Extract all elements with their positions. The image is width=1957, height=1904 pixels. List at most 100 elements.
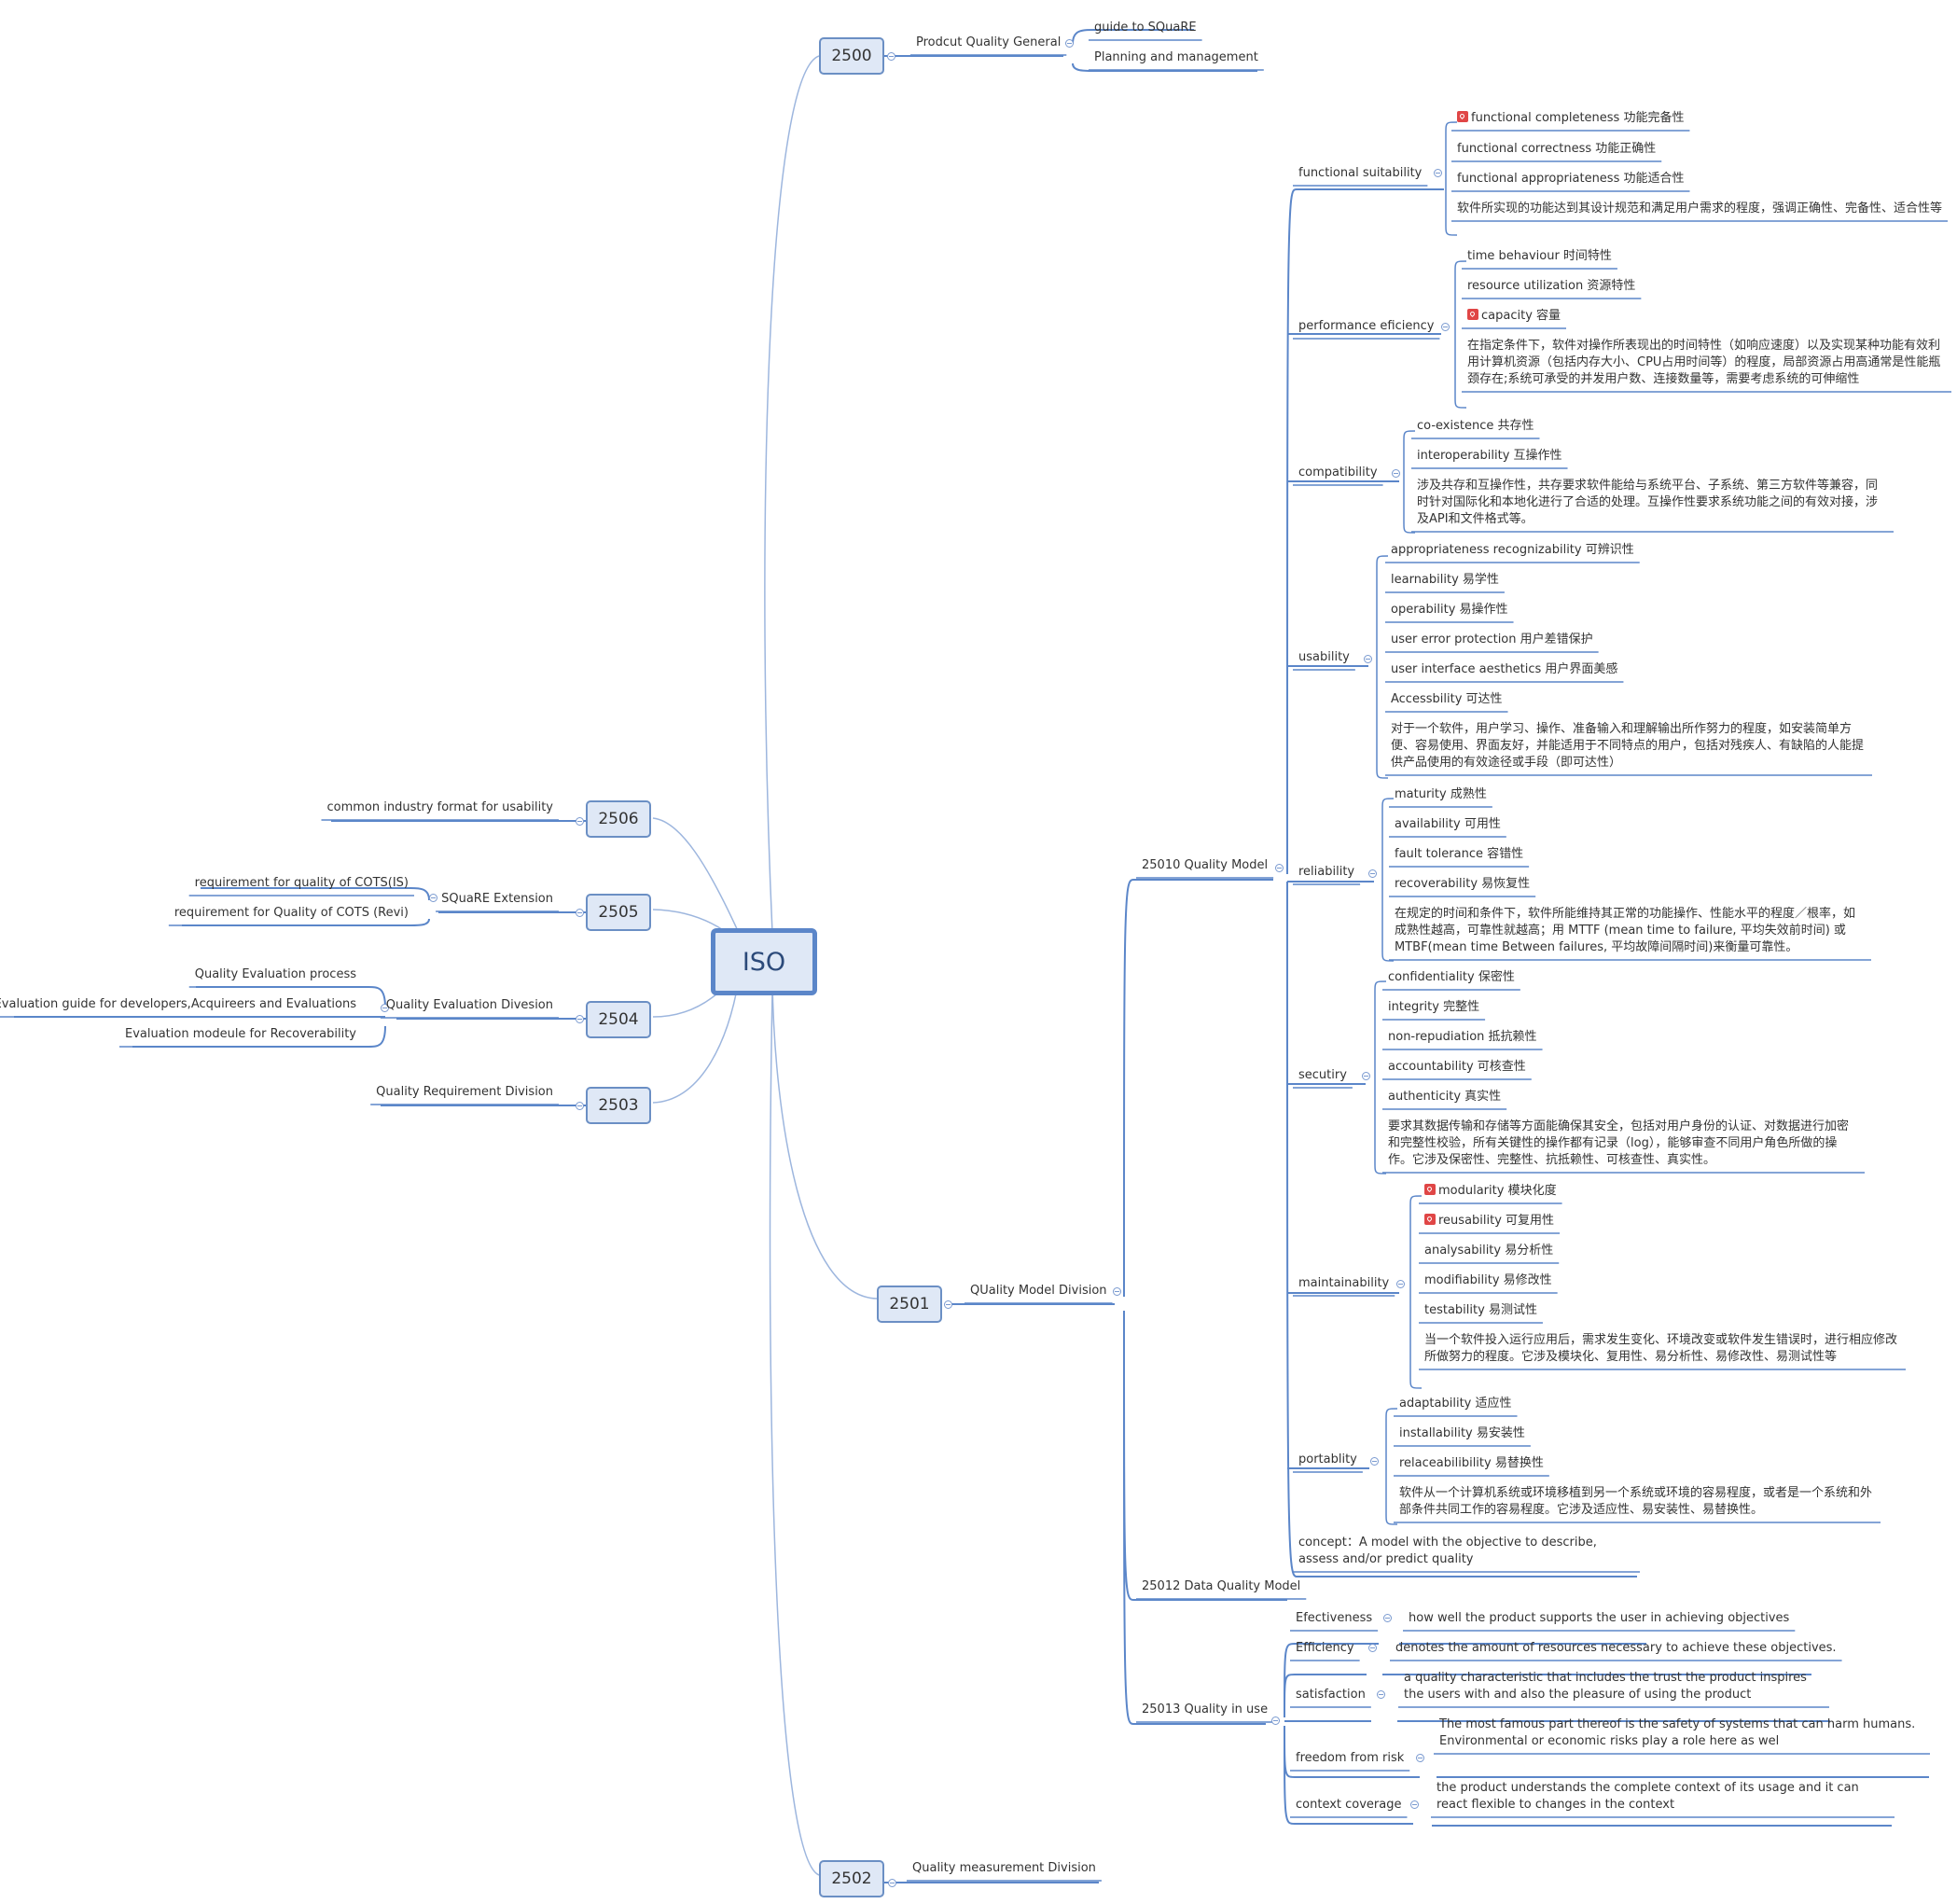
topic-2505-item[interactable]: requirement for Quality of COTS (Revi)	[173, 906, 409, 920]
subtopic-item[interactable]: co-existence 共存性	[1417, 419, 1534, 433]
central-topic-iso[interactable]: ISO	[711, 928, 817, 995]
collapse-toggle-25013[interactable]	[1271, 1716, 1280, 1725]
subtopic-item[interactable]: time behaviour 时间特性	[1467, 249, 1612, 263]
concept-note[interactable]: concept：A model with the objective to de…	[1298, 1536, 1597, 1566]
subtopic-item[interactable]: functional completeness 功能完备性	[1457, 110, 1684, 127]
collapse-toggle-2500[interactable]	[887, 52, 895, 61]
subtopic-item[interactable]: reusability 可复用性	[1424, 1213, 1554, 1230]
subtopic-item[interactable]: capacity 容量	[1467, 308, 1561, 325]
topic-25010-label[interactable]: 25010 Quality Model	[1142, 858, 1269, 872]
topic-2500-item[interactable]: guide to SQuaRE	[1094, 21, 1197, 35]
subtopic-item[interactable]: fault tolerance 容错性	[1395, 847, 1524, 861]
topic-2503-label[interactable]: Quality Requirement Division	[376, 1085, 553, 1099]
subtopic-item[interactable]: availability 可用性	[1395, 817, 1501, 831]
collapse-toggle-2505[interactable]	[576, 909, 584, 917]
collapse-toggle-usability[interactable]	[1364, 655, 1372, 663]
collapse-toggle-2506[interactable]	[576, 817, 584, 826]
quality-in-use-freedom-from-risk[interactable]: freedom from risk	[1296, 1751, 1405, 1765]
node-2505[interactable]: 2505	[586, 894, 651, 931]
collapse-toggle-freedom[interactable]	[1416, 1754, 1424, 1762]
subtopic-item[interactable]: installability 易安装性	[1399, 1426, 1525, 1440]
subtopic-item[interactable]: Accessbility 可达性	[1391, 692, 1503, 706]
subtopic-description[interactable]: 当一个软件投入运行应用后，需求发生变化、环境改变或软件发生错误时，进行相应修改所…	[1424, 1333, 1898, 1364]
quality-in-use-satisfaction[interactable]: satisfaction	[1296, 1688, 1366, 1702]
topic-2501-label[interactable]: QUality Model Division	[970, 1284, 1107, 1298]
subtopic-description[interactable]: 在指定条件下，软件对操作所表现出的时间特性（如响应速度）以及实现某种功能有效利用…	[1467, 339, 1941, 386]
collapse-toggle-compatibility[interactable]	[1392, 469, 1400, 478]
category-reliability[interactable]: reliability	[1298, 865, 1355, 879]
topic-2500-label[interactable]: Prodcut Quality General	[916, 35, 1062, 49]
topic-2500-item[interactable]: Planning and management	[1094, 50, 1258, 64]
node-2500[interactable]: 2500	[819, 37, 884, 75]
quality-in-use-description[interactable]: The most famous part thereof is the safe…	[1439, 1717, 1916, 1748]
category-functional-suitability[interactable]: functional suitability	[1298, 166, 1423, 180]
quality-in-use-effectiveness[interactable]: Efectiveness	[1296, 1611, 1373, 1625]
topic-25012-label[interactable]: 25012 Data Quality Model	[1142, 1579, 1301, 1593]
collapse-toggle-2503[interactable]	[576, 1102, 584, 1110]
collapse-toggle-security[interactable]	[1362, 1072, 1370, 1080]
subtopic-item[interactable]: accountability 可核查性	[1388, 1060, 1526, 1074]
quality-in-use-description[interactable]: a quality characteristic that includes t…	[1404, 1671, 1807, 1702]
collapse-toggle-2502[interactable]	[888, 1879, 896, 1887]
collapse-toggle-25010[interactable]	[1275, 864, 1284, 872]
subtopic-description[interactable]: 对于一个软件，用户学习、操作、准备输入和理解输出所作努力的程度，如安装简单方便、…	[1391, 722, 1865, 770]
node-2503[interactable]: 2503	[586, 1087, 651, 1124]
category-security[interactable]: secutiry	[1298, 1068, 1347, 1082]
category-performance-efficiency[interactable]: performance eficiency	[1298, 319, 1435, 333]
subtopic-item[interactable]: user interface aesthetics 用户界面美感	[1391, 662, 1618, 676]
collapse-toggle-2505-sub[interactable]	[429, 894, 437, 902]
collapse-toggle-effectiveness[interactable]	[1383, 1614, 1392, 1622]
collapse-toggle-2504-sub[interactable]	[381, 1004, 389, 1012]
subtopic-item[interactable]: analysability 易分析性	[1424, 1244, 1554, 1258]
subtopic-description[interactable]: 软件从一个计算机系统或环境移植到另一个系统或环境的容易程度，或者是一个系统和外部…	[1399, 1486, 1873, 1517]
subtopic-item[interactable]: relaceabilibility 易替换性	[1399, 1456, 1544, 1470]
quality-in-use-efficiency[interactable]: Efficiency	[1296, 1641, 1354, 1655]
subtopic-item[interactable]: appropriateness recognizability 可辨识性	[1391, 543, 1634, 557]
topic-2504-label[interactable]: Quality Evaluation Divesion	[385, 998, 553, 1012]
quality-in-use-context-coverage[interactable]: context coverage	[1296, 1798, 1402, 1812]
node-2506[interactable]: 2506	[586, 800, 651, 838]
topic-2504-item[interactable]: Quality Evaluation process	[194, 967, 356, 981]
subtopic-description[interactable]: 涉及共存和互操作性，共存要求软件能给与系统平台、子系统、第三方软件等兼容，同时针…	[1417, 479, 1879, 526]
topic-2505-item[interactable]: requirement for quality of COTS(IS)	[194, 876, 409, 890]
subtopic-description[interactable]: 要求其数据传输和存储等方面能确保其安全，包括对用户身份的认证、对数据进行加密和完…	[1388, 1119, 1850, 1167]
quality-in-use-description[interactable]: how well the product supports the user i…	[1409, 1611, 1790, 1625]
subtopic-item[interactable]: learnability 易学性	[1391, 573, 1499, 587]
node-2502[interactable]: 2502	[819, 1860, 884, 1897]
subtopic-description[interactable]: 软件所实现的功能达到其设计规范和满足用户需求的程度，强调正确性、完备性、适合性等	[1457, 202, 1943, 215]
topic-2504-item[interactable]: Evaluation modeule for Recoverability	[124, 1027, 356, 1041]
subtopic-item[interactable]: adaptability 适应性	[1399, 1397, 1512, 1411]
collapse-toggle-2501-sub[interactable]	[1113, 1287, 1121, 1296]
node-2501[interactable]: 2501	[877, 1286, 942, 1323]
subtopic-item[interactable]: resource utilization 资源特性	[1467, 279, 1636, 293]
category-maintainability[interactable]: maintainability	[1298, 1276, 1390, 1290]
subtopic-item[interactable]: testability 易测试性	[1424, 1303, 1537, 1317]
node-2504[interactable]: 2504	[586, 1001, 651, 1038]
subtopic-item[interactable]: modifiability 易修改性	[1424, 1273, 1552, 1287]
subtopic-item[interactable]: operability 易操作性	[1391, 603, 1508, 617]
subtopic-item[interactable]: non-repudiation 抵抗赖性	[1388, 1030, 1537, 1044]
collapse-toggle-context[interactable]	[1410, 1800, 1419, 1809]
collapse-toggle-satisfaction[interactable]	[1377, 1690, 1385, 1699]
collapse-toggle-portability[interactable]	[1370, 1457, 1379, 1466]
collapse-toggle-2504[interactable]	[576, 1015, 584, 1023]
subtopic-item[interactable]: recoverability 易恢复性	[1395, 877, 1531, 891]
subtopic-item[interactable]: user error protection 用户差错保护	[1391, 632, 1593, 646]
topic-2505-label[interactable]: SQuaRE Extension	[441, 892, 553, 906]
collapse-toggle-maintainability[interactable]	[1396, 1280, 1405, 1288]
subtopic-item[interactable]: interoperability 互操作性	[1417, 449, 1562, 463]
collapse-toggle-efficiency[interactable]	[1368, 1644, 1377, 1652]
category-usability[interactable]: usability	[1298, 650, 1350, 664]
topic-2502-label[interactable]: Quality measurement Division	[912, 1861, 1096, 1875]
category-compatibility[interactable]: compatibility	[1298, 466, 1378, 479]
quality-in-use-description[interactable]: denotes the amount of resources necessar…	[1395, 1641, 1837, 1655]
subtopic-item[interactable]: maturity 成熟性	[1395, 787, 1487, 801]
topic-25013-label[interactable]: 25013 Quality in use	[1142, 1702, 1269, 1716]
topic-2506-label[interactable]: common industry format for usability	[326, 800, 553, 814]
quality-in-use-description[interactable]: the product understands the complete con…	[1437, 1781, 1859, 1812]
subtopic-item[interactable]: integrity 完整性	[1388, 1000, 1480, 1014]
category-portability[interactable]: portablity	[1298, 1452, 1357, 1466]
subtopic-item[interactable]: functional correctness 功能正确性	[1457, 142, 1657, 156]
subtopic-item[interactable]: authenticity 真实性	[1388, 1090, 1502, 1104]
collapse-toggle-reliability[interactable]	[1368, 869, 1377, 878]
